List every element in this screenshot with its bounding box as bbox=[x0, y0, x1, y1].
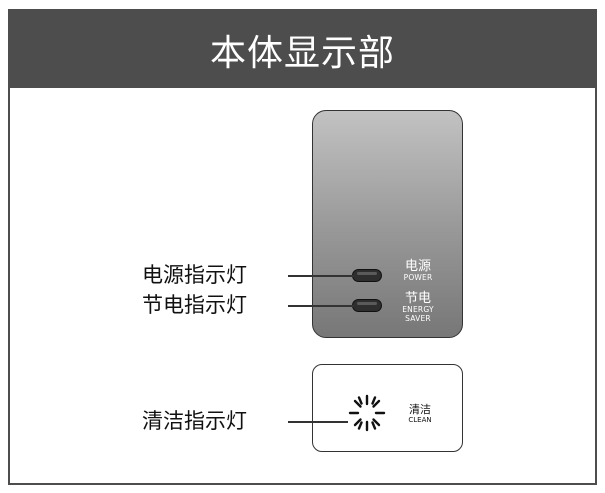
power-caption-cn: 电源 bbox=[404, 259, 431, 274]
power-panel-caption: 电源 POWER bbox=[398, 260, 438, 283]
clean-callout-label: 清洁指示灯 bbox=[142, 409, 247, 433]
power-caption-en: POWER bbox=[403, 273, 433, 282]
clean-indicator-box bbox=[312, 364, 463, 452]
clean-leader-line bbox=[288, 421, 348, 423]
diagram-frame: 本体显示部 bbox=[8, 9, 597, 485]
display-panel bbox=[312, 110, 463, 338]
energy-saver-indicator-lamp bbox=[352, 299, 382, 312]
energy-callout-label: 节电指示灯 bbox=[142, 293, 247, 317]
clean-sunburst-icon bbox=[348, 394, 386, 432]
energy-caption-en-2: SAVER bbox=[405, 313, 431, 323]
clean-caption-en: CLEAN bbox=[408, 416, 432, 424]
power-indicator-lamp bbox=[352, 269, 382, 282]
energy-caption-en-1: ENERGY bbox=[402, 305, 434, 314]
clean-panel-caption: 清洁 CLEAN bbox=[402, 404, 438, 424]
energy-panel-caption: 节电 ENERGY SAVER bbox=[395, 292, 441, 323]
energy-caption-cn: 节电 bbox=[404, 291, 431, 306]
power-leader-line bbox=[288, 275, 354, 277]
diagram-title: 本体显示部 bbox=[10, 11, 595, 88]
energy-leader-line bbox=[288, 305, 354, 307]
power-callout-label: 电源指示灯 bbox=[142, 263, 247, 287]
clean-caption-cn: 清洁 bbox=[409, 403, 431, 416]
